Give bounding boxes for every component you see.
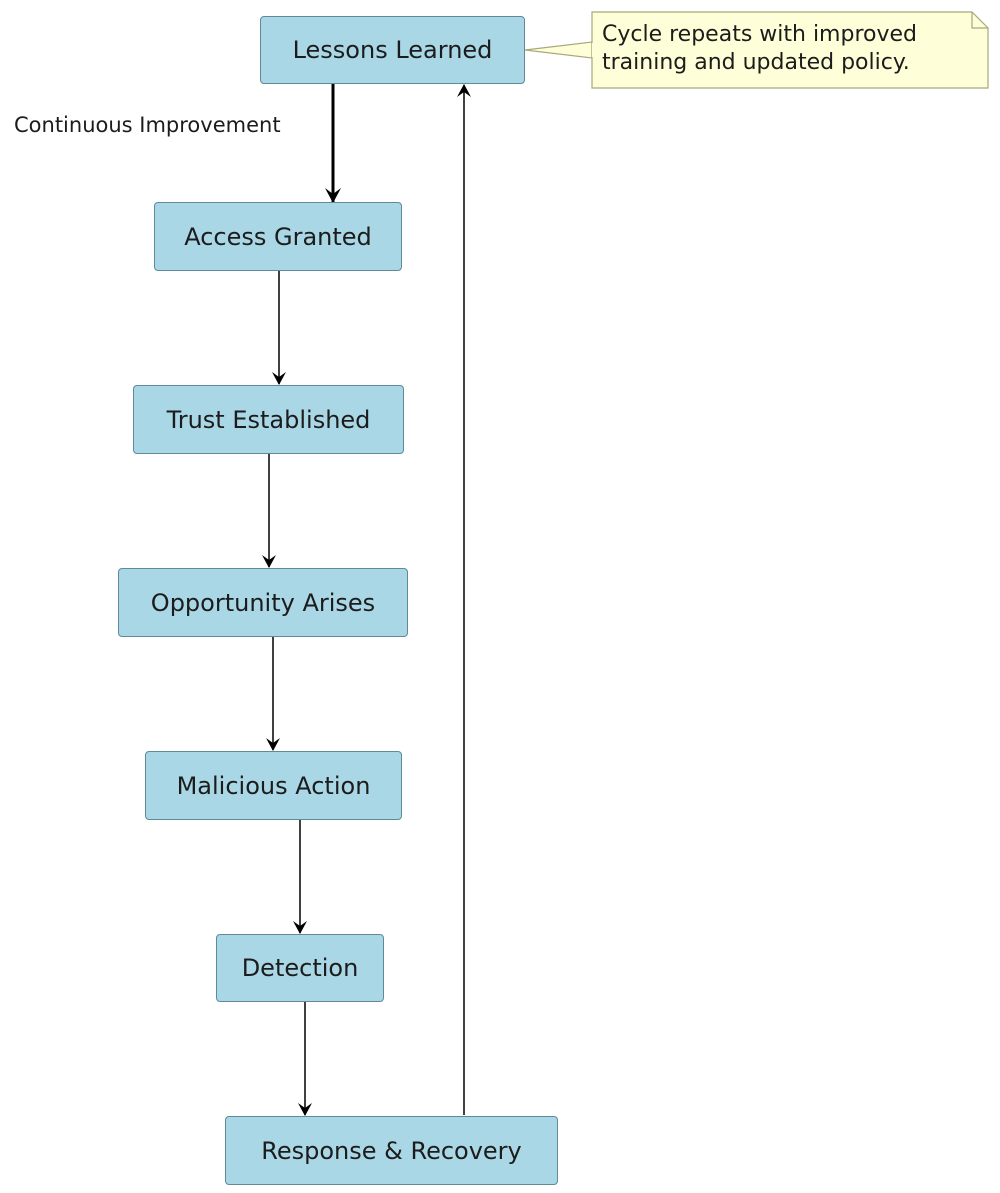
note-line-2: training and updated policy. [602, 50, 910, 75]
node-malicious-action[interactable]: Malicious Action [145, 751, 402, 820]
node-label: Detection [241, 954, 359, 982]
node-detection[interactable]: Detection [216, 934, 384, 1002]
note-fold [971, 12, 988, 29]
node-lessons-learned[interactable]: Lessons Learned [260, 16, 525, 84]
node-label: Malicious Action [176, 771, 371, 800]
note-connector [524, 41, 593, 59]
edge-label-continuous-improvement: Continuous Improvement [14, 113, 281, 137]
node-opportunity-arises[interactable]: Opportunity Arises [118, 568, 408, 637]
node-label: Lessons Learned [292, 36, 493, 64]
node-label: Response & Recovery [261, 1136, 522, 1165]
note-box [591, 11, 989, 89]
node-response-recovery[interactable]: Response & Recovery [225, 1116, 558, 1185]
node-access-granted[interactable]: Access Granted [154, 202, 402, 271]
note-line-1: Cycle repeats with improved [602, 22, 917, 47]
node-label: Opportunity Arises [150, 588, 376, 617]
node-label: Trust Established [166, 405, 371, 434]
node-label: Access Granted [184, 222, 372, 251]
node-trust-established[interactable]: Trust Established [133, 385, 404, 454]
